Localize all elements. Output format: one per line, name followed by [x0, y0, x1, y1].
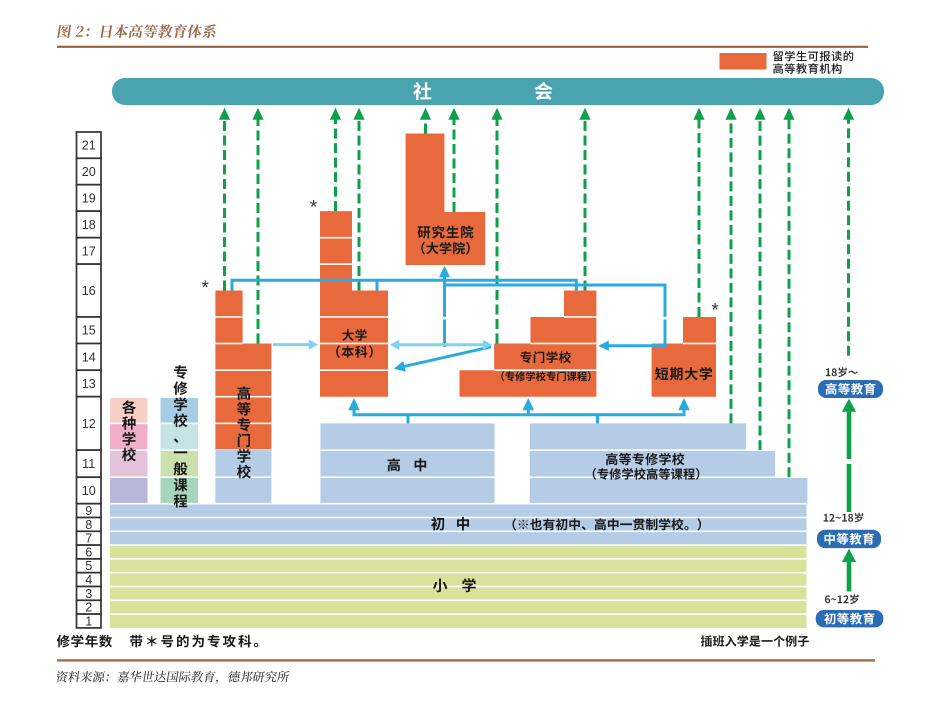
svg-text:1: 1	[85, 614, 92, 628]
svg-text:3: 3	[85, 587, 92, 601]
svg-text:20: 20	[82, 165, 96, 179]
svg-text:12: 12	[82, 417, 96, 431]
svg-text:16: 16	[82, 284, 96, 298]
svg-text:*: *	[310, 198, 318, 219]
svg-text:21: 21	[82, 139, 96, 153]
svg-text:13: 13	[82, 377, 96, 391]
svg-text:15: 15	[82, 324, 96, 338]
svg-text:10: 10	[82, 484, 96, 498]
svg-text:6: 6	[85, 545, 92, 559]
svg-text:14: 14	[82, 350, 96, 364]
svg-text:17: 17	[82, 244, 96, 258]
svg-text:8: 8	[85, 518, 92, 532]
svg-text:19: 19	[82, 191, 96, 205]
svg-text:*: *	[201, 278, 209, 299]
svg-text:11: 11	[82, 457, 95, 471]
svg-text:18: 18	[82, 218, 96, 232]
svg-text:*: *	[711, 301, 719, 322]
svg-text:2: 2	[85, 601, 92, 615]
svg-text:9: 9	[85, 504, 92, 518]
svg-text:4: 4	[85, 573, 92, 587]
svg-text:7: 7	[85, 532, 92, 546]
svg-text:5: 5	[85, 559, 92, 573]
